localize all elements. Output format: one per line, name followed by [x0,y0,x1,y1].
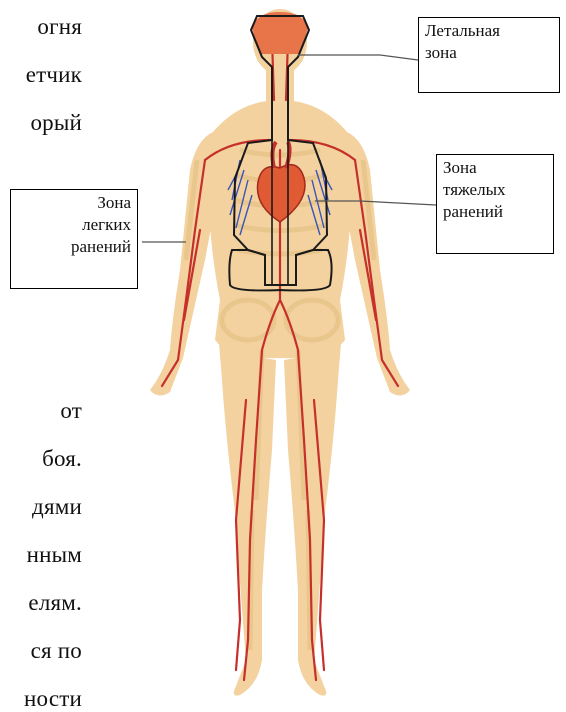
brain [252,12,308,54]
body-silhouette [150,9,410,696]
lethal-zone-label: Летальная зона [418,17,560,93]
light-zone-label-line1: Зона [17,192,131,214]
light-zone-label: Зона легких ранений [10,189,138,289]
severe-zone-label-line2: тяжелых [443,179,547,201]
severe-zone-label-line3: ранений [443,201,547,223]
severe-zone-label-line1: Зона [443,157,547,179]
lethal-zone-label-line2: зона [425,42,553,64]
light-zone-label-line3: ранений [17,236,131,258]
lethal-zone-label-line1: Летальная [425,20,553,42]
severe-zone-label: Зона тяжелых ранений [436,154,554,254]
light-zone-label-line2: легких [17,214,131,236]
